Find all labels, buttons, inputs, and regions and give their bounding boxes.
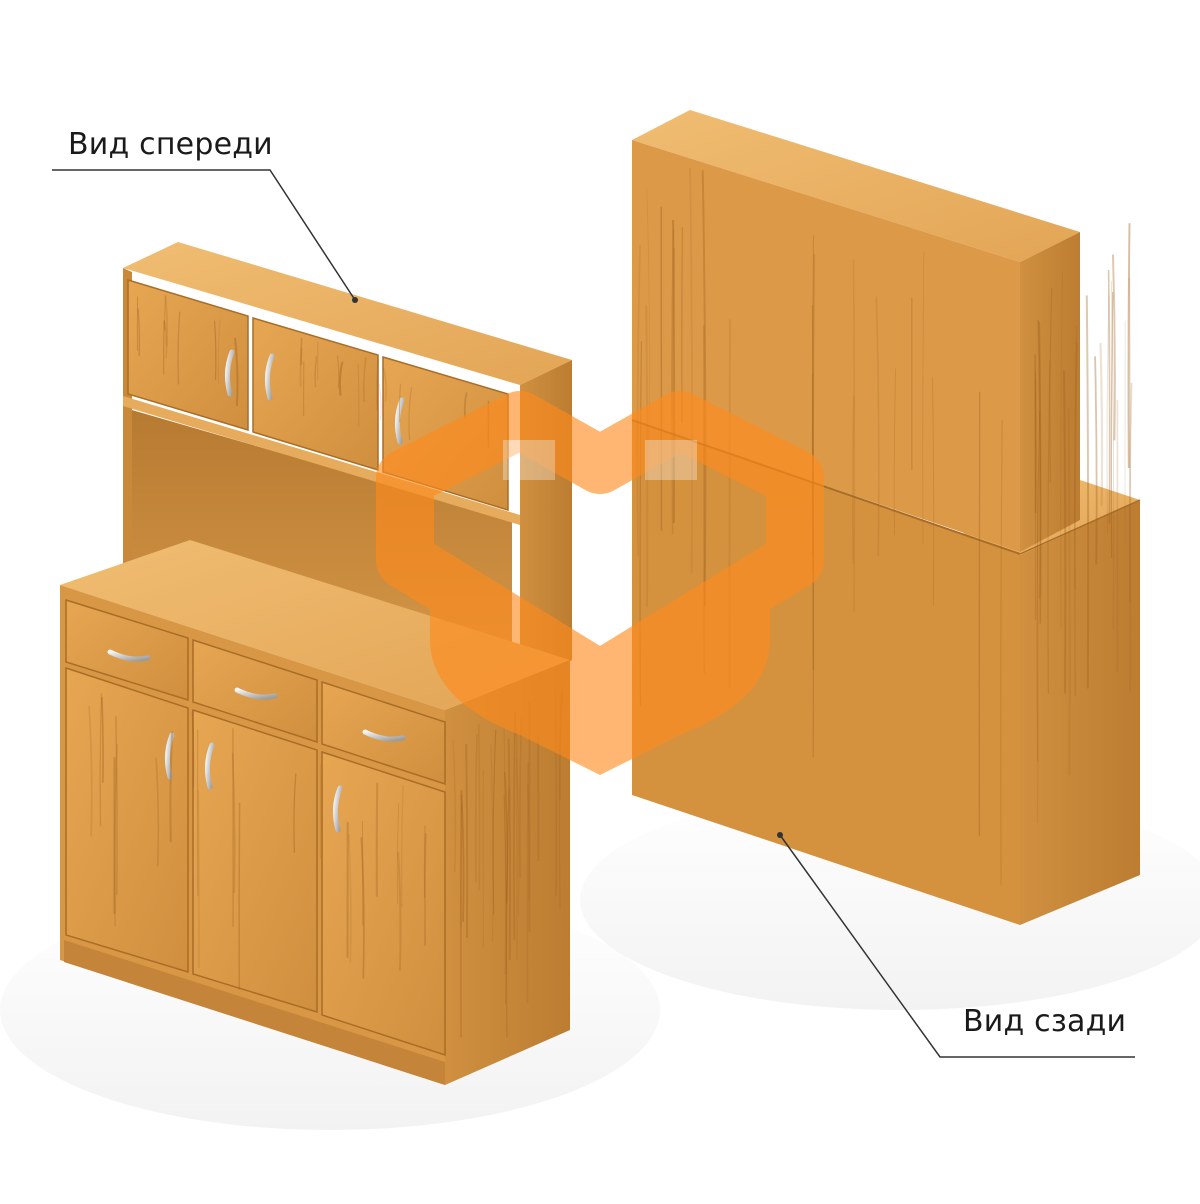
base-door-3[interactable]: [322, 752, 445, 1055]
callout-dot-front: [352, 297, 358, 303]
base-door-2[interactable]: [193, 710, 317, 1012]
wood-grain-streak: [379, 384, 381, 421]
front-view-label: Вид спереди: [68, 127, 273, 162]
wood-grain-streak: [479, 724, 480, 890]
wood-grain-streak: [198, 790, 199, 968]
wood-grain-streak: [1069, 408, 1070, 776]
wood-grain-streak: [527, 762, 528, 1003]
callout-dot-back: [777, 832, 783, 838]
wood-grain-streak: [425, 833, 426, 946]
wood-grain-streak: [514, 713, 515, 941]
wood-grain-streak: [1101, 343, 1103, 506]
wood-grain-streak: [1129, 223, 1130, 468]
wood-grain-streak: [853, 396, 854, 565]
wood-grain-streak: [466, 744, 467, 938]
back-view-cabinet: [632, 110, 1140, 925]
back-view-label: Вид сзади: [963, 1004, 1126, 1039]
